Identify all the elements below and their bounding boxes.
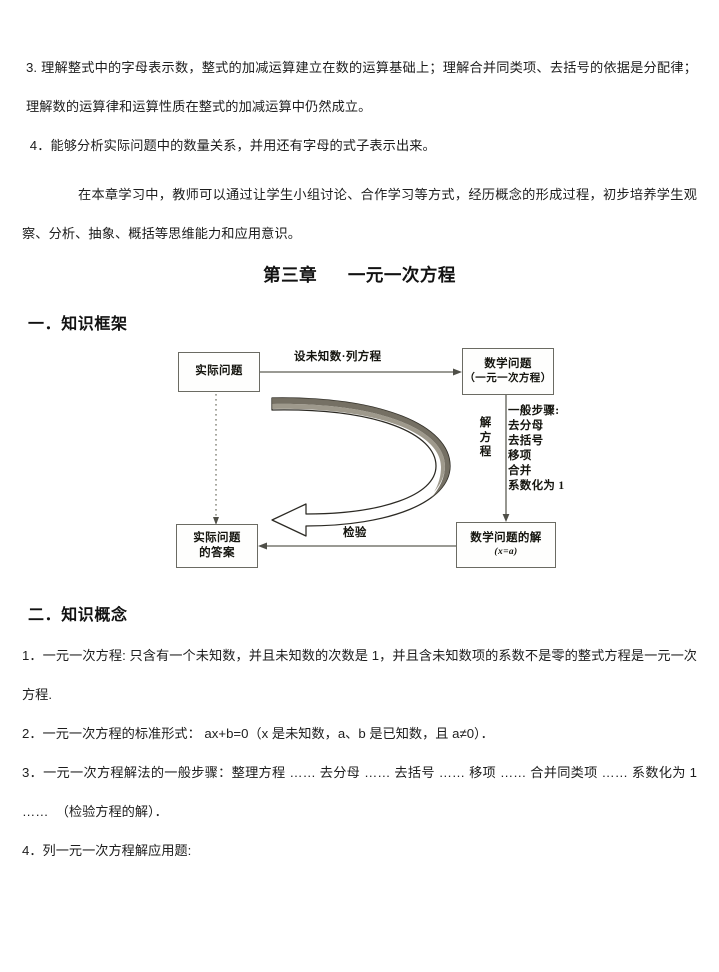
section-heading-concepts: 二．知识概念 bbox=[28, 607, 128, 624]
diagram-steps-list: 一般步骤: 去分母 去括号 移项 合并 系数化为 1 bbox=[508, 404, 564, 494]
intro-paragraph-group: 3. 理解整式中的字母表示数，整式的加减运算建立在数的运算基础上；理解合并同类项… bbox=[22, 48, 697, 165]
concept-item-3: 3．一元一次方程解法的一般步骤：整理方程 …… 去分母 …… 去括号 …… 移项… bbox=[22, 765, 701, 819]
box-label: 实际问题 bbox=[195, 365, 243, 378]
step-item-2: 去括号 bbox=[508, 434, 544, 447]
knowledge-framework-diagram: 实际问题 数学问题 （一元一次方程） 实际问题 的答案 数学问题的解 (x=a)… bbox=[168, 338, 568, 573]
teaching-note-paragraph: 在本章学习中，教师可以通过让学生小组讨论、合作学习等方式，经历概念的形成过程，初… bbox=[22, 175, 697, 253]
solve-char-3: 程 bbox=[479, 446, 492, 459]
curved-u-arrow bbox=[271, 397, 451, 537]
step-item-1: 去分母 bbox=[508, 419, 544, 432]
paragraph-item-3: 3. 理解整式中的字母表示数，整式的加减运算建立在数的运算基础上；理解合并同类项… bbox=[26, 60, 697, 114]
diagram-box-math-problem: 数学问题 （一元一次方程） bbox=[462, 348, 554, 395]
box-label-line2: （一元一次方程） bbox=[464, 373, 552, 385]
arrow-head-verify bbox=[258, 542, 267, 550]
steps-title: 一般步骤: bbox=[508, 405, 560, 417]
chapter-title: 第三章 一元一次方程 bbox=[0, 262, 719, 287]
diagram-box-actual-problem: 实际问题 bbox=[178, 352, 260, 392]
diagram-label-solve-equation: 解 方 程 bbox=[478, 416, 493, 460]
diagram-box-actual-answer: 实际问题 的答案 bbox=[176, 524, 258, 568]
box-label-line1: 数学问题 bbox=[484, 357, 532, 370]
step-item-5: 系数化为 1 bbox=[508, 479, 565, 492]
concept-item-2: 2．一元一次方程的标准形式： ax+b=0（x 是未知数，a、b 是已知数，且 … bbox=[22, 726, 494, 741]
paragraph-item-4: 4．能够分析实际问题中的数量关系，并用还有字母的式子表示出来。 bbox=[26, 138, 436, 153]
box-label-line2: (x=a) bbox=[494, 547, 518, 558]
box-label-line1: 数学问题的解 bbox=[470, 532, 542, 545]
step-item-3: 移项 bbox=[508, 449, 532, 462]
section-heading-framework: 一．知识框架 bbox=[28, 316, 128, 333]
concept-item-1: 1．一元一次方程: 只含有一个未知数，并且未知数的次数是 1，并且含未知数项的系… bbox=[22, 648, 697, 702]
diagram-label-verify: 检验 bbox=[343, 527, 367, 539]
diagram-box-math-solution: 数学问题的解 (x=a) bbox=[456, 522, 556, 568]
box-label-line2: 的答案 bbox=[199, 547, 235, 559]
step-item-4: 合并 bbox=[508, 464, 532, 477]
teaching-note-text: 在本章学习中，教师可以通过让学生小组讨论、合作学习等方式，经历概念的形成过程，初… bbox=[22, 187, 697, 241]
arrow-head-solve bbox=[502, 514, 510, 522]
box-label-line1: 实际问题 bbox=[193, 531, 241, 544]
solve-char-2: 方 bbox=[479, 431, 492, 444]
chapter-name: 一元一次方程 bbox=[347, 265, 456, 285]
concept-item-4: 4．列一元一次方程解应用题: bbox=[22, 843, 192, 858]
arrow-head-setup bbox=[453, 368, 462, 376]
diagram-label-setup: 设未知数·列方程 bbox=[294, 351, 382, 363]
solve-char-1: 解 bbox=[479, 417, 492, 429]
arrow-head-dotted bbox=[213, 517, 219, 525]
concept-list: 1．一元一次方程: 只含有一个未知数，并且未知数的次数是 1，并且含未知数项的系… bbox=[22, 636, 697, 870]
diagram-connectors bbox=[213, 368, 510, 550]
chapter-number: 第三章 bbox=[263, 265, 318, 285]
